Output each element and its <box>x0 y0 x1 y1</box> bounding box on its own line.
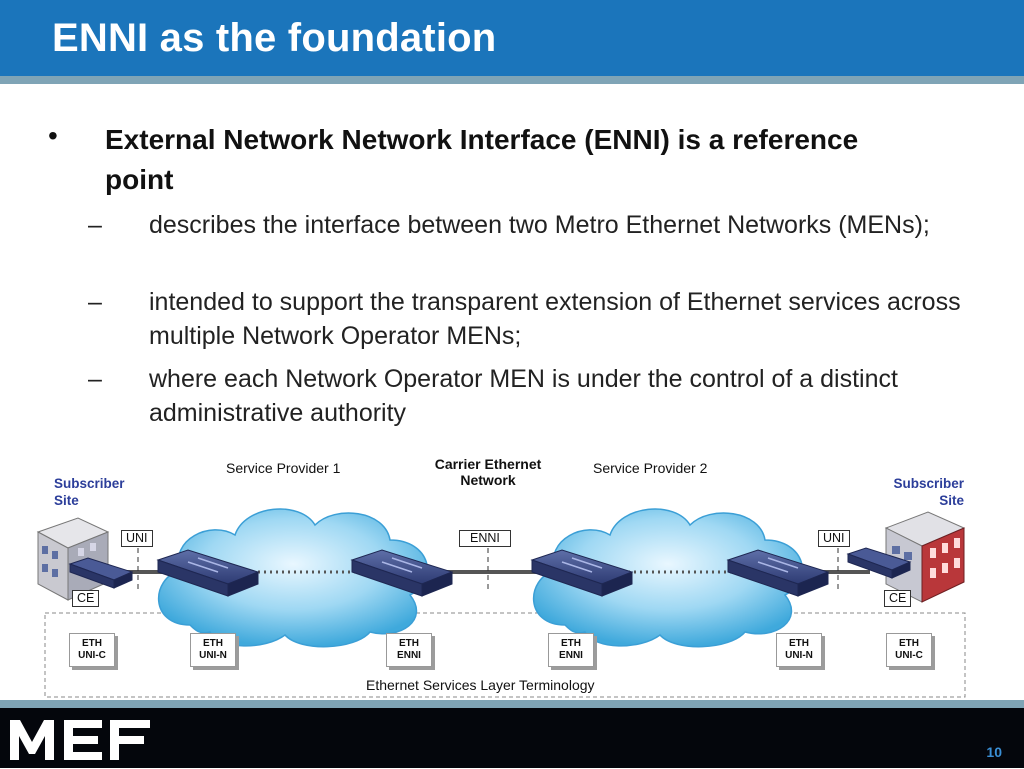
mef-logo <box>6 712 156 769</box>
diagram-graphics <box>36 508 966 698</box>
eth-box-line2: UNI-N <box>785 650 813 661</box>
carrier-network-line1: Carrier Ethernet <box>434 456 542 472</box>
switch-icon <box>530 549 634 597</box>
enni-diagram: Service Provider 1 Service Provider 2 Ca… <box>0 440 1024 710</box>
sub-bullet-text: where each Network Operator MEN is under… <box>149 365 898 427</box>
switch-icon <box>156 549 260 597</box>
sub-bullet-text: intended to support the transparent exte… <box>149 288 961 350</box>
mef-logo-graphic <box>10 720 150 760</box>
subscriber-site-left: Subscriber Site <box>54 475 125 509</box>
ce-left-box: CE <box>72 590 100 607</box>
eth-uni-n-box: ETH UNI-N <box>776 633 822 667</box>
slide-title: ENNI as the foundation <box>52 16 497 60</box>
subscriber-site-right-line1: Subscriber <box>893 476 964 491</box>
uni-right-box: UNI <box>818 530 850 547</box>
footer-bar: 10 <box>0 700 1024 768</box>
eth-enni-box: ETH ENNI <box>548 633 594 667</box>
eth-uni-c-box: ETH UNI-C <box>886 633 932 667</box>
provider-1-label: Service Provider 1 <box>226 460 341 476</box>
page-number: 10 <box>986 744 1002 760</box>
eth-box-line1: ETH <box>561 638 581 649</box>
router-icon <box>68 557 134 589</box>
sub-bullet-text: describes the interface between two Metr… <box>149 211 930 239</box>
eth-box-line1: ETH <box>203 638 223 649</box>
main-bullet-text: External Network Network Interface (ENNI… <box>105 124 859 195</box>
bullet-symbol: • <box>48 120 58 151</box>
eth-enni-box: ETH ENNI <box>386 633 432 667</box>
subscriber-site-right: Subscriber Site <box>864 475 964 509</box>
layer-caption: Ethernet Services Layer Terminology <box>366 677 595 693</box>
eth-box-line1: ETH <box>399 638 419 649</box>
eth-uni-c-box: ETH UNI-C <box>69 633 115 667</box>
enni-box: ENNI <box>459 530 511 547</box>
subscriber-site-right-line2: Site <box>939 493 964 508</box>
eth-box-line1: ETH <box>82 638 102 649</box>
uni-left-box: UNI <box>121 530 153 547</box>
title-stripe <box>0 76 1024 84</box>
switch-icon <box>350 549 454 597</box>
dash-symbol: – <box>88 288 102 316</box>
cloud-provider-1 <box>157 508 429 648</box>
dash-symbol: – <box>88 365 102 393</box>
building-icon <box>884 511 966 603</box>
eth-box-line1: ETH <box>789 638 809 649</box>
cloud-provider-2 <box>532 508 804 648</box>
provider-2-label: Service Provider 2 <box>593 460 708 476</box>
eth-box-line2: ENNI <box>559 650 583 661</box>
eth-box-line2: UNI-N <box>199 650 227 661</box>
eth-box-line1: ETH <box>899 638 919 649</box>
eth-box-line2: UNI-C <box>895 650 923 661</box>
subscriber-site-left-line1: Subscriber <box>54 476 125 491</box>
building-icon <box>36 517 110 601</box>
subscriber-site-left-line2: Site <box>54 493 79 508</box>
eth-box-line2: ENNI <box>397 650 421 661</box>
footer-band <box>0 700 1024 708</box>
dash-symbol: – <box>88 211 102 239</box>
carrier-network-line2: Network <box>460 472 516 488</box>
switch-icon <box>726 549 830 597</box>
router-icon <box>846 547 912 579</box>
title-bar <box>0 0 1024 84</box>
carrier-network-label: Carrier Ethernet Network <box>420 456 556 488</box>
eth-uni-n-box: ETH UNI-N <box>190 633 236 667</box>
ce-right-box: CE <box>884 590 912 607</box>
eth-box-line2: UNI-C <box>78 650 106 661</box>
layer-box <box>44 612 966 698</box>
